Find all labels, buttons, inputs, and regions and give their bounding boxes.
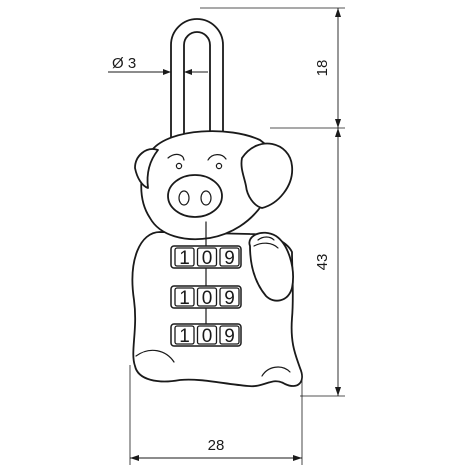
- dial-wheel[interactable]: [219, 287, 240, 307]
- dial-digit: 1: [179, 248, 190, 269]
- dial-wheel[interactable]: [196, 287, 218, 307]
- dial-wheel[interactable]: [174, 325, 195, 345]
- pig-body: [131, 130, 303, 388]
- dial-wheel[interactable]: [174, 287, 195, 307]
- dim-body-width-label: 28: [208, 437, 225, 454]
- dial-wheel[interactable]: [196, 325, 218, 345]
- dial-digit: 0: [202, 248, 213, 269]
- dim-body-height: 43: [314, 128, 341, 396]
- dial-wheel[interactable]: [196, 247, 218, 267]
- dial-digit: 0: [202, 288, 213, 309]
- dim-body-height-label: 43: [314, 254, 331, 271]
- dim-body-width: 28: [130, 437, 302, 461]
- extension-lines: [129, 7, 345, 465]
- shackle: [170, 18, 224, 153]
- dial-digit: 1: [179, 326, 190, 347]
- dial-wheel[interactable]: [219, 325, 240, 345]
- dim-shackle-height-label: 18: [314, 60, 331, 77]
- dim-diameter-label: Ø 3: [112, 55, 136, 72]
- dial-wheel[interactable]: [219, 247, 240, 267]
- dial-digit: 9: [224, 326, 235, 347]
- dim-shackle-height: 18: [314, 8, 341, 128]
- dial-digit: 0: [202, 326, 213, 347]
- dial-digit: 9: [224, 288, 235, 309]
- dial-digit: 9: [224, 248, 235, 269]
- dim-diameter: Ø 3: [108, 55, 208, 75]
- dial-digit: 1: [179, 288, 190, 309]
- dial-wheel[interactable]: [174, 247, 195, 267]
